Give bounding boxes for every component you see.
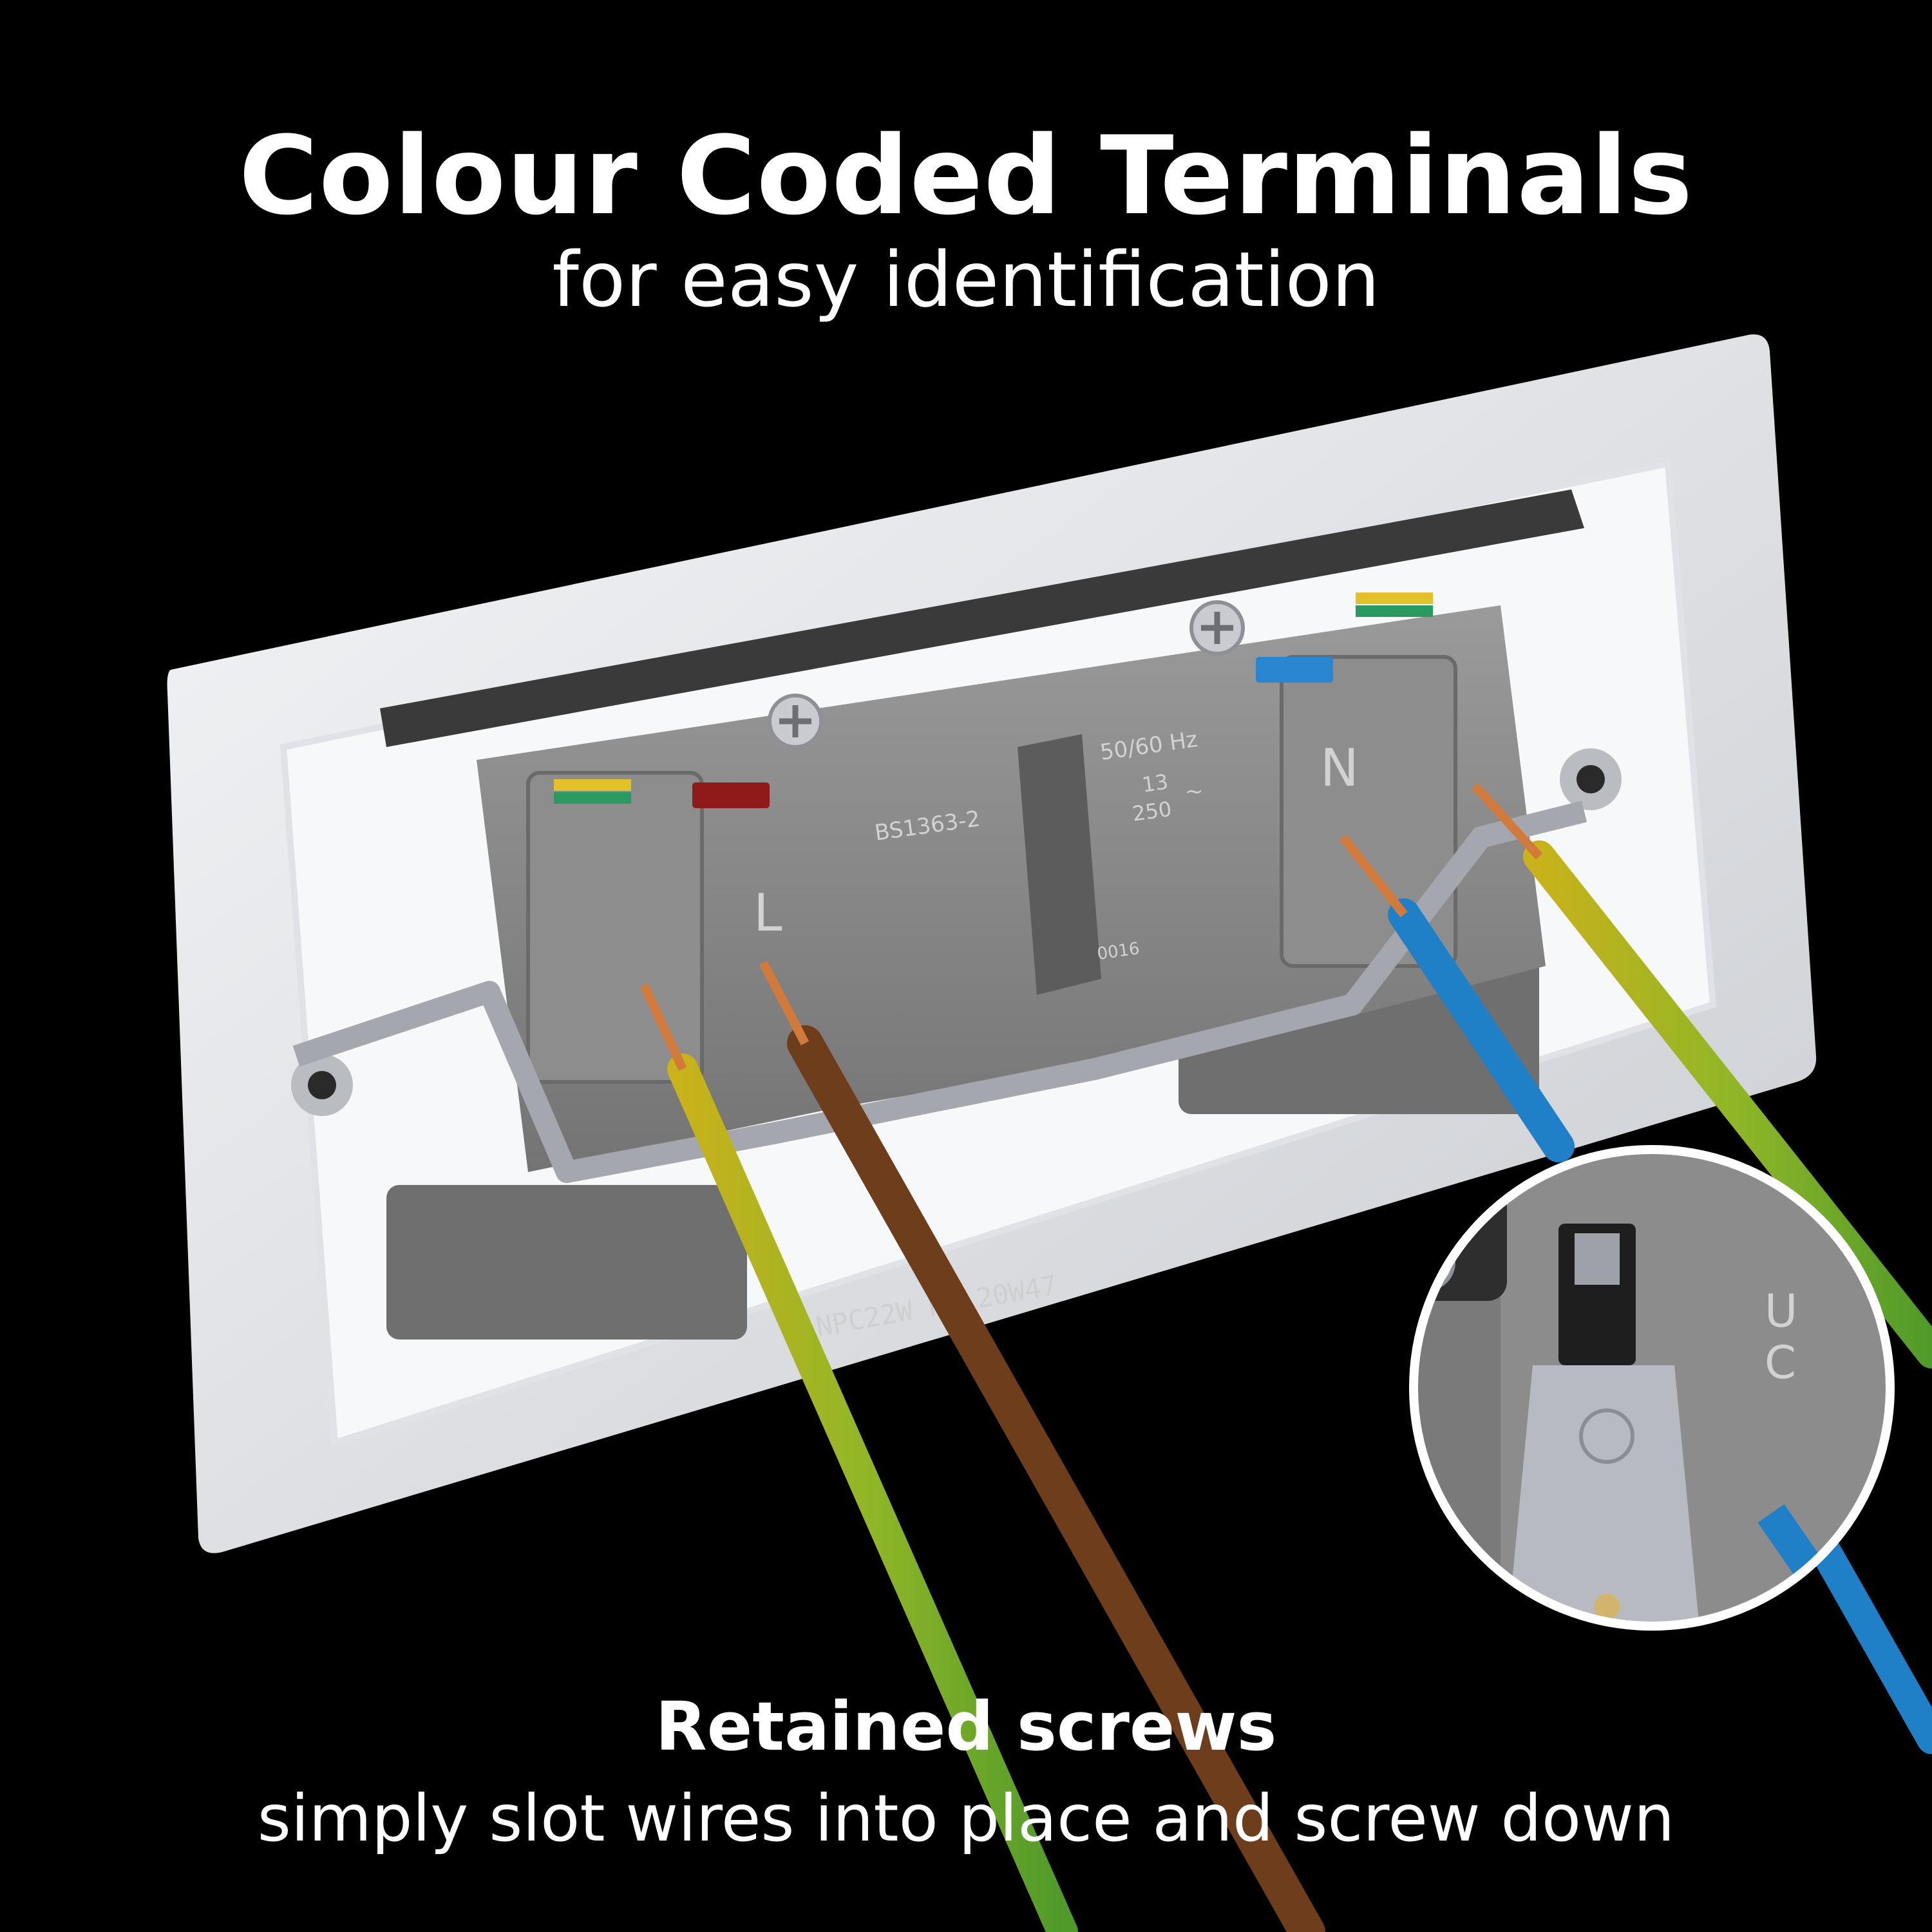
live-label: L xyxy=(753,883,782,943)
live-wire-conductor xyxy=(759,960,810,1046)
earth-marker-right xyxy=(1356,592,1433,617)
live-marker xyxy=(692,782,770,808)
neutral-wire xyxy=(1388,898,1575,1162)
earth-wire-left xyxy=(667,1054,1078,1932)
screw-icon xyxy=(1189,600,1245,656)
volts-marking: 250 xyxy=(1131,797,1173,826)
ac-symbol: ~ xyxy=(1185,779,1204,804)
headline-title: Colour Coded Terminals xyxy=(238,113,1694,239)
lower-clip-left xyxy=(386,1185,747,1340)
headline-subtitle: for easy identification xyxy=(552,235,1380,324)
earth-wire-right-conductor xyxy=(1471,782,1543,860)
screw-icon xyxy=(768,694,823,749)
zoom-inset: U C xyxy=(1409,1145,1895,1631)
earth-wire-left-conductor xyxy=(639,983,687,1071)
neutral-wire-conductor xyxy=(1339,834,1408,918)
amps-marking: 13 xyxy=(1141,770,1170,797)
earth-marker-left xyxy=(554,779,631,804)
feature-subtitle: simply slot wires into place and screw d… xyxy=(257,1781,1675,1856)
feature-title: Retained screws xyxy=(655,1687,1277,1766)
mounting-hole-left xyxy=(291,1054,353,1116)
zoom-marking-2: C xyxy=(1765,1336,1796,1389)
zoom-marking-1: U xyxy=(1765,1285,1797,1338)
neutral-marker xyxy=(1256,657,1333,683)
earth-strap xyxy=(292,800,1587,1183)
live-wire xyxy=(787,1025,1325,1932)
earth-wire-right xyxy=(1523,840,1932,1368)
neutral-label: N xyxy=(1320,738,1359,798)
mounting-hole-right xyxy=(1560,748,1622,810)
